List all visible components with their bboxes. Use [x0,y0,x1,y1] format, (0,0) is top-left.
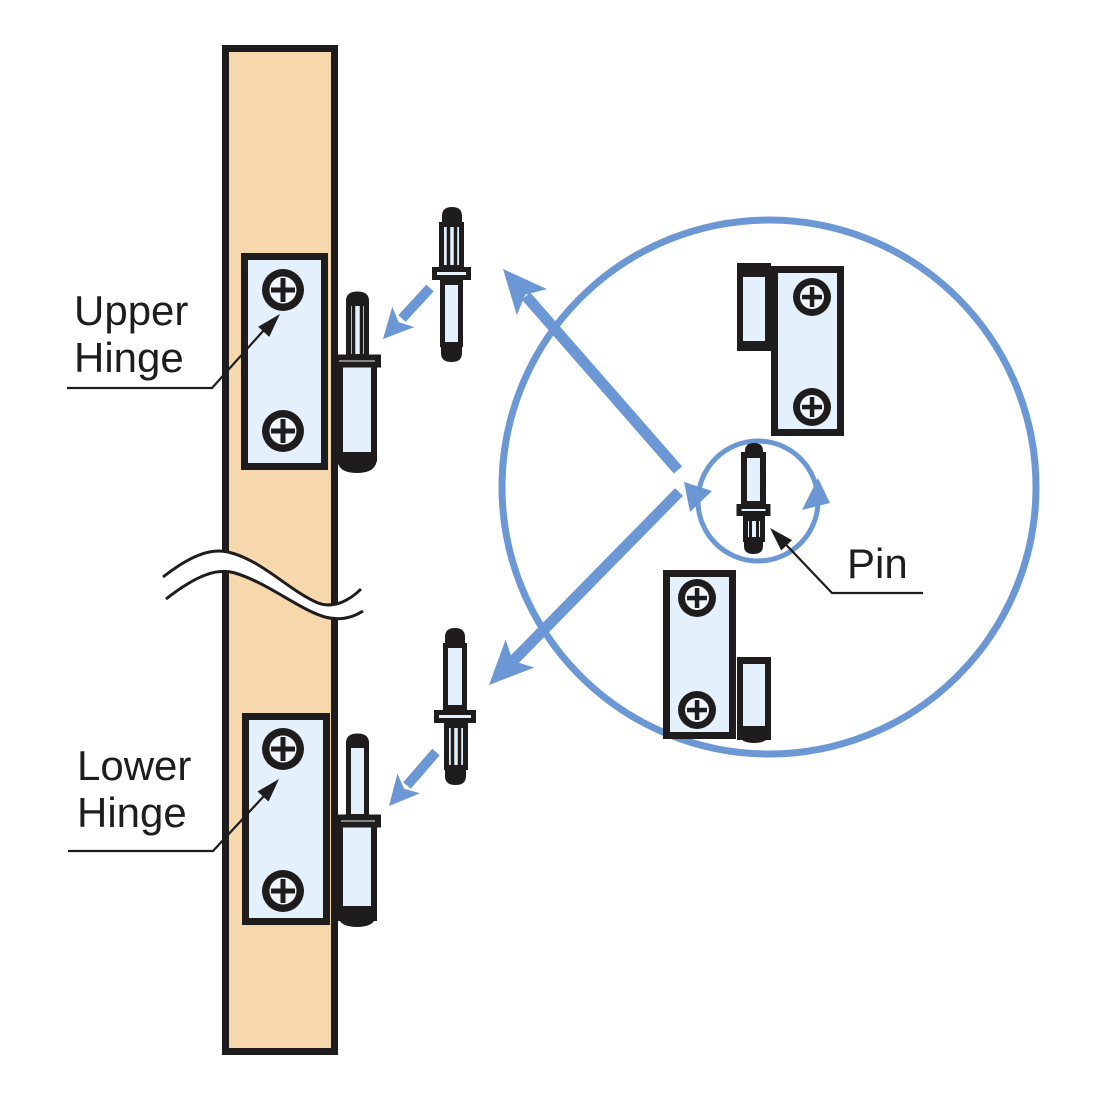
lower-hinge [242,713,381,927]
lower-hinge-label-line1: Lower [77,742,192,789]
upper-hinge-label: Upper Hinge [74,287,188,381]
rotation-circle-icon [684,438,830,564]
upper-hinge-label-line2: Hinge [74,334,184,381]
detail-circle [498,216,1040,758]
lower-hinge-label: Lower Hinge [77,742,191,836]
upper-hinge-pin [346,291,369,359]
rotation-arrowhead-right [802,478,830,510]
upper-hinge-leader [67,314,280,390]
screw-icon [793,388,831,426]
detail-lower-wing-knuckle [737,657,771,740]
detail-upper-hinge-wing [737,263,844,436]
detail-upper-wing-knuckle [737,263,771,351]
pin-label-text: Pin [847,540,908,587]
screw-icon [262,269,304,311]
screw-icon [262,410,304,452]
screw-icon [678,691,716,729]
pin-leader [770,528,923,595]
detail-pin [736,443,771,554]
lower-hinge-leader [68,779,279,853]
leader-arrowhead-icon [770,528,792,551]
lower-hinge-knuckle [335,814,381,927]
leader-arrowhead-icon [258,314,280,337]
upper-loose-pin [432,207,471,362]
swap-arrow-down-icon [489,488,683,685]
screw-icon [678,579,716,617]
leader-arrowhead-icon [257,779,279,802]
screw-icon [262,728,304,770]
lower-hinge-pin [346,733,369,819]
swap-arrow-up-icon [503,269,683,474]
lower-hinge-label-line2: Hinge [77,789,187,836]
upper-hinge-label-line1: Upper [74,287,189,334]
upper-hinge-knuckle [333,354,381,473]
pin-label: Pin [847,540,908,587]
screw-icon [793,278,831,316]
lower-loose-pin [434,628,476,785]
screw-icon [262,870,304,912]
insert-arrow-upper-icon [383,284,434,339]
upper-hinge [241,253,381,473]
insert-arrow-lower-icon [389,748,440,806]
break-lines [162,549,364,621]
detail-lower-hinge-wing [663,570,771,743]
rotation-arrowhead-left [684,482,712,512]
